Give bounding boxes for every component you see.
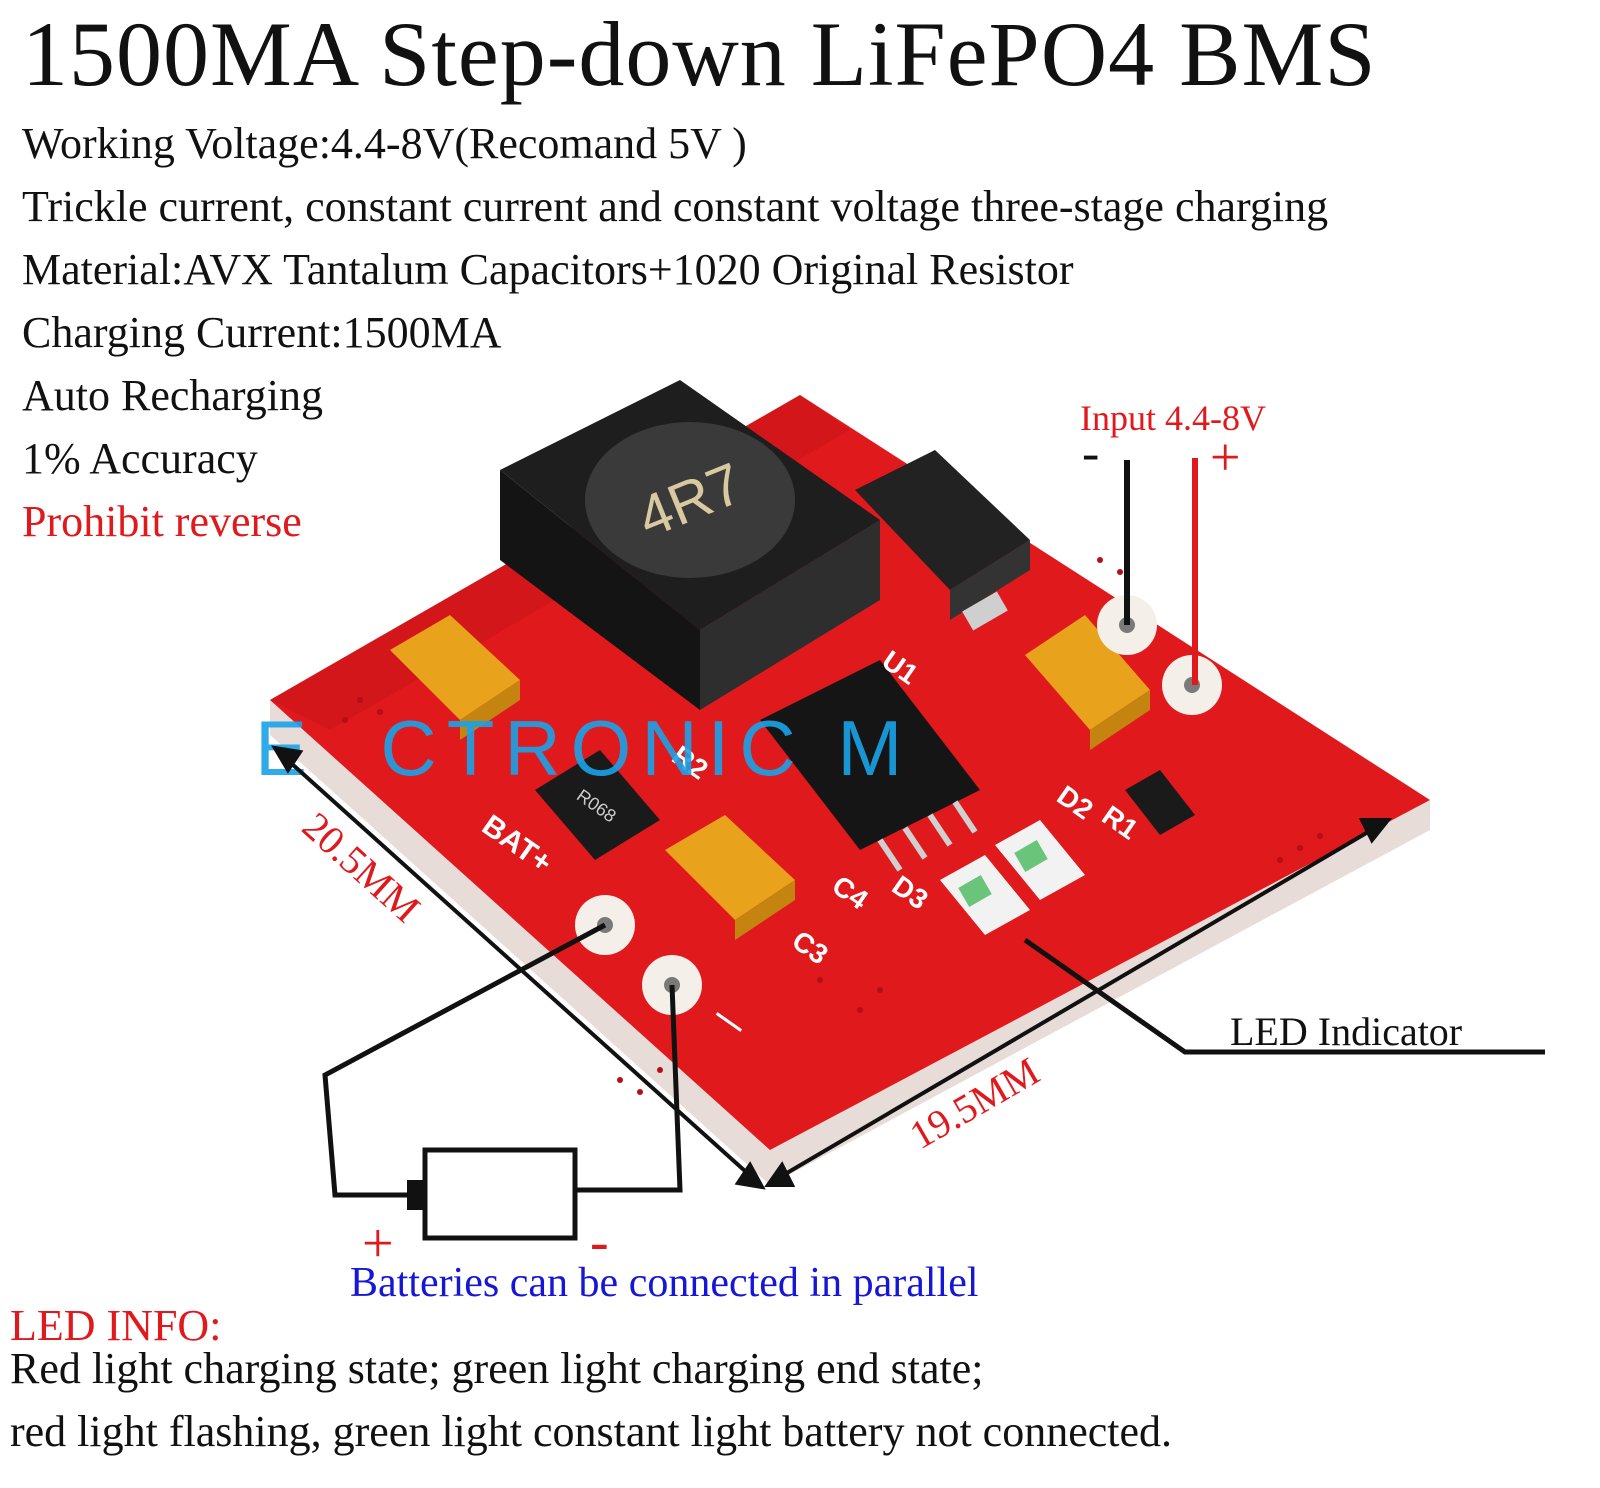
battery-wire-minus	[575, 984, 683, 1193]
tantalum-capacitor-c4	[665, 815, 795, 940]
spec-material: Material:AVX Tantalum Capacitors+1020 Or…	[22, 245, 1074, 294]
battery-plus-label: +	[362, 1213, 394, 1275]
pcb-edge	[270, 700, 1430, 1185]
led-indicator-label: LED Indicator	[1230, 1009, 1462, 1054]
input-plus-label: +	[1210, 427, 1240, 487]
led-info-title: LED INFO:	[10, 1301, 222, 1350]
spec-charging-stages: Trickle current, constant current and co…	[22, 182, 1329, 231]
inductor-4r7: 4R7	[500, 380, 880, 710]
resistor-r1	[1125, 770, 1195, 835]
schottky-diode	[855, 450, 1030, 631]
led-indicator-pointer	[1023, 937, 1545, 1055]
led-info-line-2: red light flashing, green light constant…	[10, 1407, 1173, 1456]
resistor-r068: R068	[535, 750, 660, 860]
spec-accuracy: 1% Accuracy	[22, 434, 258, 483]
battery-minus-label: -	[590, 1211, 609, 1273]
dimension-arrow-length	[773, 823, 1382, 1182]
battery-symbol	[407, 1147, 578, 1241]
tantalum-capacitor-c2	[390, 615, 520, 740]
input-label: Input 4.4-8V	[1080, 398, 1266, 438]
input-minus-label: -	[1082, 425, 1099, 482]
spec-charging-current: Charging Current:1500MA	[22, 308, 502, 357]
led-d2-d3	[940, 820, 1085, 935]
tantalum-capacitor-c1	[1025, 615, 1150, 750]
battery-wire-plus	[322, 922, 607, 1198]
dimension-arrow-width	[280, 753, 757, 1182]
spec-auto-recharging: Auto Recharging	[22, 371, 324, 420]
parallel-note: Batteries can be connected in parallel	[350, 1260, 979, 1306]
page-title: 1500MA Step-down LiFePO4 BMS	[22, 3, 1377, 105]
warning-prohibit-reverse: Prohibit reverse	[22, 497, 302, 546]
led-info-line-1: Red light charging state; green light ch…	[10, 1344, 984, 1393]
pcb-vias	[342, 557, 1323, 1095]
charger-ic	[760, 660, 980, 872]
watermark: E CTRONIC M	[255, 704, 912, 792]
spec-working-voltage: Working Voltage:4.4-8V(Recomand 5V )	[22, 119, 747, 168]
